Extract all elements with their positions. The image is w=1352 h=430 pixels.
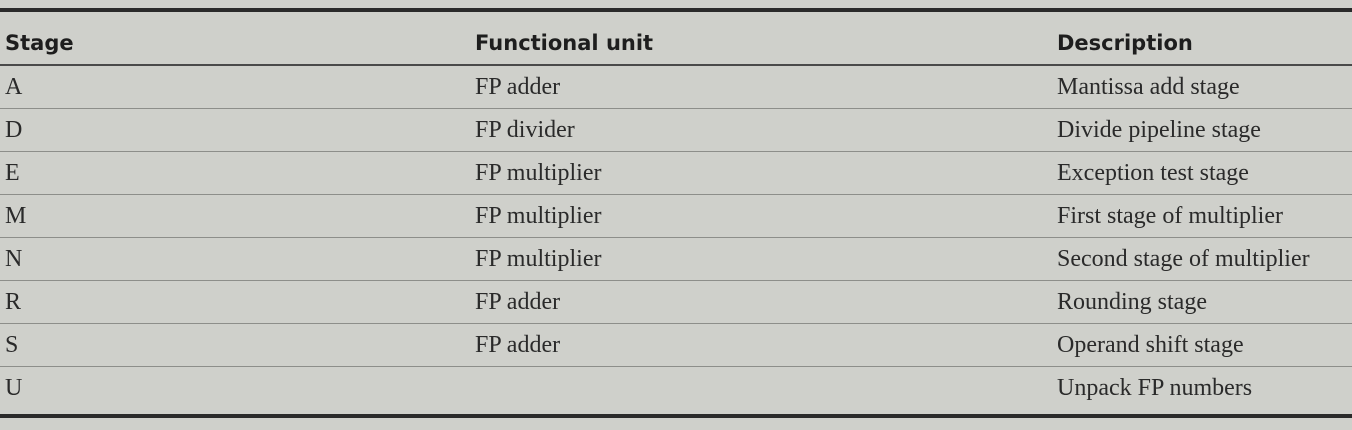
cell-description: Operand shift stage: [1052, 323, 1352, 367]
cell-stage: M: [0, 194, 470, 238]
cell-functional-unit: FP divider: [470, 108, 1052, 152]
cell-description: Mantissa add stage: [1052, 65, 1352, 109]
cell-functional-unit: FP adder: [470, 65, 1052, 109]
cell-description: Rounding stage: [1052, 280, 1352, 324]
cell-functional-unit: FP adder: [470, 323, 1052, 367]
header-description: Description: [1052, 21, 1352, 66]
cell-stage: N: [0, 237, 470, 281]
cell-functional-unit: FP multiplier: [470, 194, 1052, 238]
header-stage: Stage: [0, 21, 470, 66]
table-row: S FP adder Operand shift stage: [0, 323, 1352, 367]
table-row: R FP adder Rounding stage: [0, 280, 1352, 324]
header-functional-unit: Functional unit: [470, 21, 1052, 66]
table-row: M FP multiplier First stage of multiplie…: [0, 194, 1352, 238]
cell-description: Unpack FP numbers: [1057, 374, 1253, 401]
top-rule: [0, 8, 1352, 12]
table-row: D FP divider Divide pipeline stage: [0, 108, 1352, 152]
cell-stage: E: [0, 151, 470, 195]
cell-stage: S: [0, 323, 470, 367]
table-row: N FP multiplier Second stage of multipli…: [0, 237, 1352, 281]
cell-description: Divide pipeline stage: [1052, 108, 1352, 152]
cell-stage: A: [0, 65, 470, 109]
cell-description: Exception test stage: [1052, 151, 1352, 195]
cell-description: Second stage of multiplier: [1052, 237, 1352, 281]
cell-functional-unit: [470, 367, 1052, 410]
cell-functional-unit: FP adder: [470, 280, 1052, 324]
cell-functional-unit: FP multiplier: [470, 237, 1052, 281]
table-row: A FP adder Mantissa add stage: [0, 65, 1352, 109]
table-row: E FP multiplier Exception test stage: [0, 151, 1352, 195]
table-header-row: Stage Functional unit Description: [0, 21, 1352, 66]
cell-functional-unit: FP multiplier: [470, 151, 1052, 195]
cell-description: First stage of multiplier: [1052, 194, 1352, 238]
cell-stage: R: [0, 280, 470, 324]
pipeline-stages-table: Stage Functional unit Description A FP a…: [0, 21, 1352, 409]
table-row: U Unpack FP numbers: [0, 367, 1352, 410]
cell-stage: D: [0, 108, 470, 152]
cell-stage: U: [5, 374, 23, 401]
bottom-rule: [0, 414, 1352, 418]
